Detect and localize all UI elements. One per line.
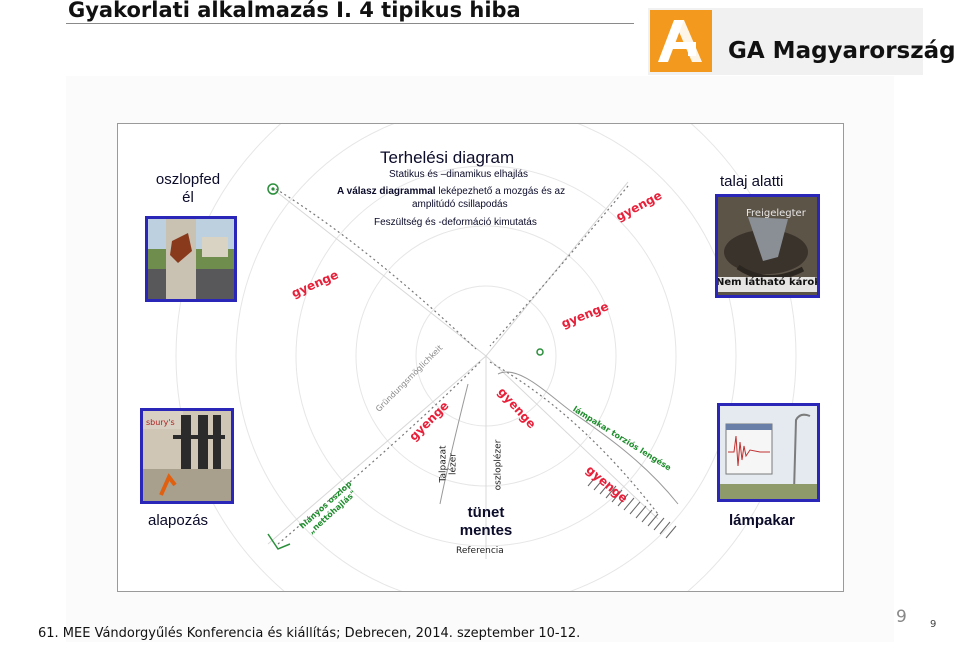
diagram-line-1: Statikus és –dinamikus elhajlás [389, 169, 528, 180]
radar-background [175, 124, 797, 591]
diagram-line-4: Feszültség és -deformáció kimutatás [374, 217, 537, 228]
label-referencia: Referencia [456, 546, 504, 556]
diagram-line-2-rest: leképezhető a mozgás és az [435, 186, 566, 197]
photo-pole-top [145, 216, 237, 302]
logo-text: GA Magyarország [728, 38, 956, 64]
ga-logo: GA Magyarország [648, 8, 956, 75]
svg-text:sbury's: sbury's [146, 418, 175, 427]
page-number-small: 9 [930, 619, 937, 630]
label-oszloplezer: oszloplézer [493, 439, 504, 491]
diagram-line-3: amplitúdó csillapodás [412, 199, 508, 210]
diagram-line-2: A válasz diagrammal leképezhető a mozgás… [337, 186, 565, 197]
diagram-title: Terhelési diagram [380, 148, 515, 167]
label-lampakar: lámpakar [729, 512, 795, 529]
ga-logo-mark-icon [650, 10, 712, 72]
title-divider [66, 23, 634, 24]
photo-lamp-arm [717, 403, 820, 502]
page-number-large: 9 [896, 607, 907, 627]
slide-title: Gyakorlati alkalmazás I. 4 tipikus hiba [68, 0, 521, 22]
photo-underground: Freigelegter Nem látható károk [715, 194, 820, 298]
label-alapozas: alapozás [148, 512, 209, 529]
photo-label-nem-lathato: Nem látható károk [716, 277, 820, 288]
label-talaj-alatti: talaj alatti [720, 173, 784, 190]
photo-foundation: sbury's [140, 408, 234, 504]
diagram-line-2-bold: A válasz diagrammal [337, 186, 436, 197]
photo-label-freigelegter: Freigelegter [746, 208, 806, 219]
diagram-frame: Terhelési diagram Statikus és –dinamikus… [117, 123, 844, 592]
label-oszlopfedel: oszlopfed él [155, 171, 221, 206]
label-talpazat-lezer: Talpazat lézer [438, 445, 459, 483]
label-tunet-mentes: tünet mentes [459, 504, 513, 539]
footer-text: 61. MEE Vándorgyűlés Konferencia és kiál… [38, 626, 581, 641]
